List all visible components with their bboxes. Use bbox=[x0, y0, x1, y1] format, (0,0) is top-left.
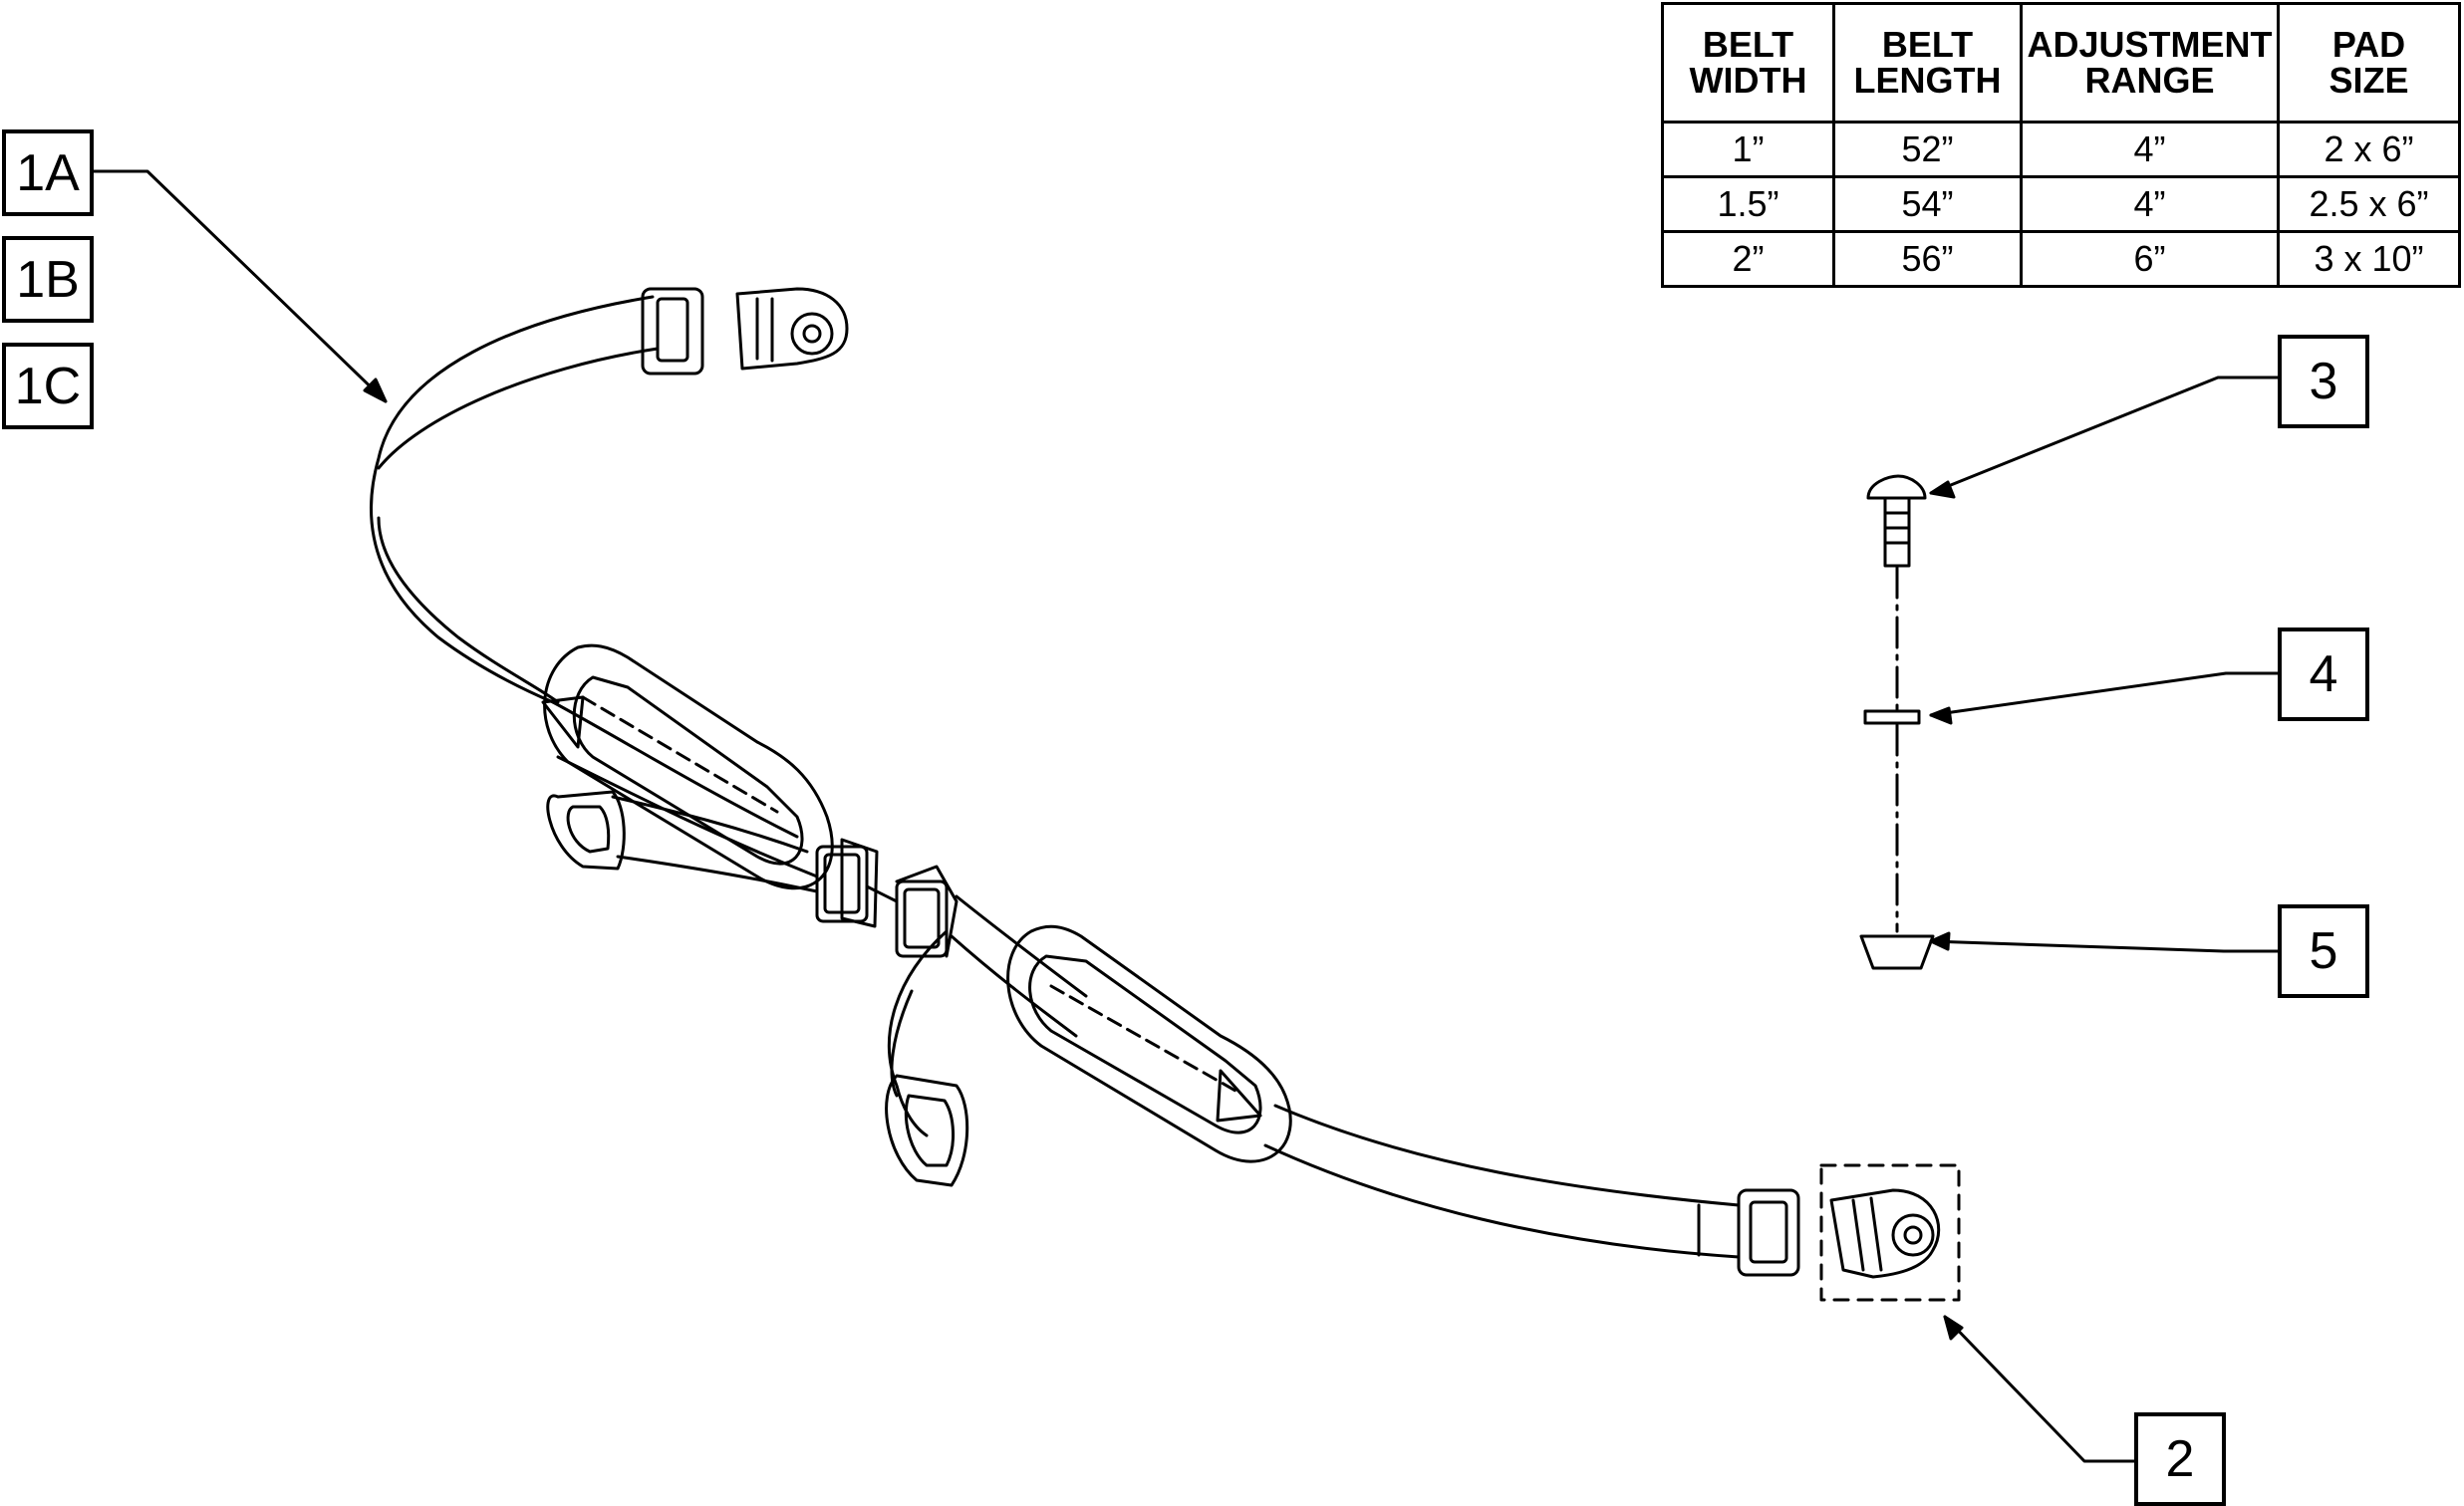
cell-adjustment-range: 4” bbox=[2020, 121, 2280, 178]
cell-pad-size: 3 x 10” bbox=[2277, 230, 2461, 288]
table-row: 2” 56” 6” 3 x 10” bbox=[1661, 230, 2461, 288]
cell-pad-size: 2 x 6” bbox=[2277, 121, 2461, 178]
callout-1c: 1C bbox=[2, 343, 94, 429]
cell-belt-length: 56” bbox=[1832, 230, 2023, 288]
cell-belt-width: 1” bbox=[1661, 121, 1835, 178]
nut-part bbox=[1859, 934, 1935, 970]
cell-adjustment-range: 6” bbox=[2020, 230, 2280, 288]
cell-belt-length: 54” bbox=[1832, 175, 2023, 233]
belt-pad-right bbox=[1006, 924, 1292, 1163]
callout-5: 5 bbox=[2278, 904, 2369, 998]
buckle bbox=[815, 838, 958, 958]
cell-belt-width: 1.5” bbox=[1661, 175, 1835, 233]
cell-belt-width: 2” bbox=[1661, 230, 1835, 288]
cell-adjustment-range: 4” bbox=[2020, 175, 2280, 233]
callout-2: 2 bbox=[2134, 1412, 2226, 1506]
callout-1b: 1B bbox=[2, 236, 94, 323]
cell-pad-size: 2.5 x 6” bbox=[2277, 175, 2461, 233]
screw-part bbox=[1866, 474, 1927, 711]
belt-pad-left bbox=[541, 643, 834, 890]
callout-3: 3 bbox=[2278, 335, 2369, 428]
belt-strap bbox=[370, 295, 1741, 1259]
callout-1a: 1A bbox=[2, 129, 94, 216]
d-ring-left bbox=[546, 790, 819, 893]
end-tab-top bbox=[641, 287, 849, 376]
cell-belt-length: 52” bbox=[1832, 121, 2023, 178]
callout-4: 4 bbox=[2278, 628, 2369, 721]
table-row: 1” 52” 4” 2 x 6” bbox=[1661, 121, 2461, 178]
d-ring-right bbox=[885, 929, 969, 1187]
washer-part bbox=[1863, 709, 1921, 933]
end-tab-bottom bbox=[1737, 1163, 1961, 1302]
leader-lines bbox=[92, 169, 2280, 1463]
table-row: 1.5” 54” 4” 2.5 x 6” bbox=[1661, 175, 2461, 233]
